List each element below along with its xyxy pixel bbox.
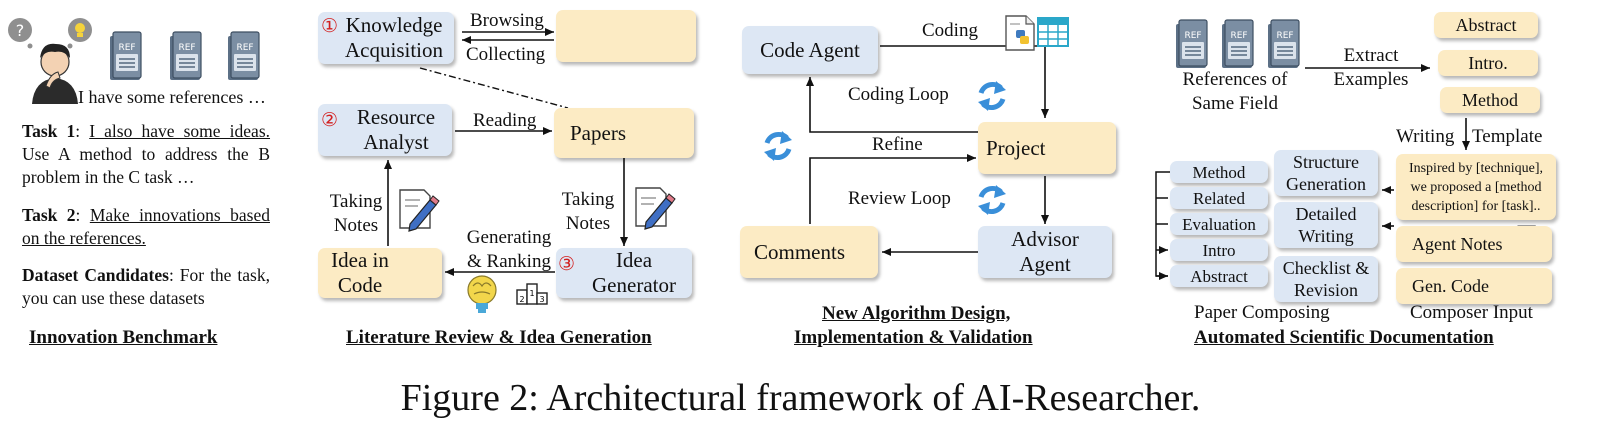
knowledge-to-papers-link <box>419 67 569 109</box>
pencil-note-icon <box>635 187 676 230</box>
detailed-writing-box: Detailed Writing <box>1274 202 1378 248</box>
refresh-loop-icon <box>978 185 1006 215</box>
comments-box: Comments <box>740 226 878 278</box>
user-says-text: I have some references … <box>78 87 266 107</box>
checklist-revision-box: Checklist & Revision <box>1274 256 1378 302</box>
refresh-loop-icon <box>978 81 1006 111</box>
svg-text:REF: REF <box>1230 31 1247 41</box>
idea-generator-box: ③ Idea Generator <box>556 248 692 298</box>
section-abstract: Abstract <box>1170 265 1268 287</box>
review-loop-label: Review Loop <box>848 188 951 209</box>
coding-loop-arrow <box>806 77 978 133</box>
ref-book-icon: REF <box>227 31 260 81</box>
composer-input-label: Composer Input <box>1410 302 1533 323</box>
agent-notes-box: Agent Notes <box>1396 226 1552 262</box>
refine-arrow <box>809 154 976 224</box>
advisor-agent-box: Advisor Agent <box>978 226 1112 278</box>
example-abstract-box: Abstract <box>1434 12 1538 38</box>
section-title-literature: Literature Review & Idea Generation <box>346 327 652 348</box>
section-intro: Intro <box>1170 239 1268 261</box>
python-file-icon <box>1005 15 1035 51</box>
dataset-candidates-text: Dataset Candidates: For the task, you ca… <box>22 265 270 308</box>
svg-text:REF: REF <box>236 43 253 53</box>
papers-box: Papers <box>554 108 694 158</box>
taking-notes-right-label: Taking Notes <box>561 189 615 234</box>
coding-loop-label: Coding Loop <box>848 84 949 105</box>
svg-text:REF: REF <box>178 43 195 53</box>
sources-box <box>556 10 696 62</box>
refresh-loop-icon <box>764 131 792 161</box>
coding-arrow <box>880 45 1049 118</box>
code-agent-box: Code Agent <box>742 26 878 74</box>
section-title-documentation: Automated Scientific Documentation <box>1194 327 1494 348</box>
task1-text: Task 1: I also have some ideas. Use A me… <box>22 121 271 187</box>
paper-composing-label: Paper Composing <box>1194 302 1330 323</box>
brain-bulb-icon <box>467 275 497 313</box>
coding-label: Coding <box>922 20 978 41</box>
task2-text: Task 2: Make innovations based on the re… <box>22 205 270 248</box>
ref-book-icon: REF <box>1175 19 1208 69</box>
template-label: Template <box>1472 126 1543 147</box>
svg-text:REF: REF <box>1184 31 1201 41</box>
example-method-box: Method <box>1440 87 1540 113</box>
ref-book-icon: REF <box>109 31 142 81</box>
svg-text:?: ? <box>16 21 25 40</box>
section-title-benchmark: Innovation Benchmark <box>29 327 218 348</box>
browsing-label: Browsing <box>470 10 544 31</box>
references-label: References of Same Field <box>1182 69 1288 114</box>
figure-caption: Figure 2: Architectural framework of AI-… <box>400 377 1201 419</box>
lightbulb-bubble-icon <box>67 18 92 49</box>
ranking-podium-icon: 2 1 3 <box>516 283 548 305</box>
generating-ranking-label: Generating & Ranking <box>466 227 552 272</box>
gen-code-box: Gen. Code <box>1396 268 1552 304</box>
template-example-box: Inspired by [technique], we proposed a [… <box>1396 154 1556 220</box>
collecting-label: Collecting <box>466 44 546 65</box>
reading-label: Reading <box>473 110 537 131</box>
question-bubble-icon: ? <box>8 18 33 49</box>
example-intro-box: Intro. <box>1438 50 1538 76</box>
section-title-algorithm-line2: Implementation & Validation <box>794 327 1033 348</box>
svg-text:1: 1 <box>529 289 534 298</box>
extract-label: Extract Examples <box>1333 45 1409 90</box>
svg-text:3: 3 <box>539 295 544 304</box>
taking-notes-left-label: Taking Notes <box>329 191 383 236</box>
resource-analyst-box: ② Resource Analyst <box>318 104 452 156</box>
section-evaluation: Evaluation <box>1170 213 1268 235</box>
ref-book-icon: REF <box>1267 19 1300 69</box>
svg-text:REF: REF <box>118 43 135 53</box>
project-box: Project <box>978 122 1116 174</box>
ref-book-icon: REF <box>169 31 202 81</box>
svg-text:REF: REF <box>1276 31 1293 41</box>
refine-label: Refine <box>872 134 923 155</box>
section-related: Related <box>1170 187 1268 209</box>
person-icon <box>32 43 78 104</box>
svg-text:2: 2 <box>519 295 524 304</box>
writing-label: Writing <box>1396 126 1455 147</box>
ref-book-icon: REF <box>1221 19 1254 69</box>
section-title-algorithm-line1: New Algorithm Design, <box>822 303 1011 324</box>
pencil-note-icon <box>399 189 440 232</box>
spreadsheet-icon <box>1037 17 1069 47</box>
section-method: Method <box>1170 161 1268 183</box>
idea-in-code-box: Idea in Code <box>318 248 442 298</box>
structure-generation-box: Structure Generation <box>1274 150 1378 196</box>
